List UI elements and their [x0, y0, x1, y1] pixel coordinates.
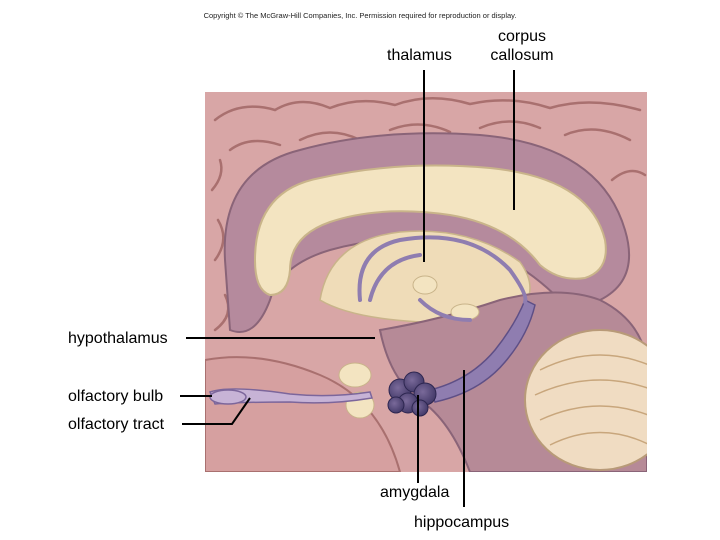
label-corpus-callosum-line1: corpus: [497, 28, 547, 45]
olfactory-tract-leader: [182, 397, 251, 425]
temporal-lobe: [205, 356, 402, 472]
thalamic-nucleus: [412, 275, 438, 295]
label-amygdala: amygdala: [380, 484, 450, 501]
label-corpus-callosum: corpus callosum: [484, 27, 560, 65]
label-corpus-callosum-line2: callosum: [490, 47, 554, 64]
label-thalamus: thalamus: [387, 47, 452, 64]
amygdala-shape: [387, 371, 437, 417]
limbic-tracts: [357, 235, 528, 322]
leader-lines: [180, 70, 515, 507]
hippocampus-shape: [428, 298, 536, 403]
label-olfactory-bulb: olfactory bulb: [68, 388, 164, 405]
label-olfactory-tract: olfactory tract: [68, 416, 165, 433]
cerebellum-shape: [524, 329, 647, 471]
label-hypothalamus: hypothalamus: [68, 330, 168, 347]
corpus-callosum-shape: [253, 164, 607, 297]
cerebellum-folia: [534, 354, 647, 446]
mammillary-body: [338, 362, 372, 388]
label-hippocampus: hippocampus: [414, 514, 510, 531]
copyright-notice: Copyright © The McGraw-Hill Companies, I…: [203, 11, 517, 20]
olfactory-bulb-shape: [209, 389, 247, 405]
olfactory-tract-shape: [209, 388, 373, 405]
